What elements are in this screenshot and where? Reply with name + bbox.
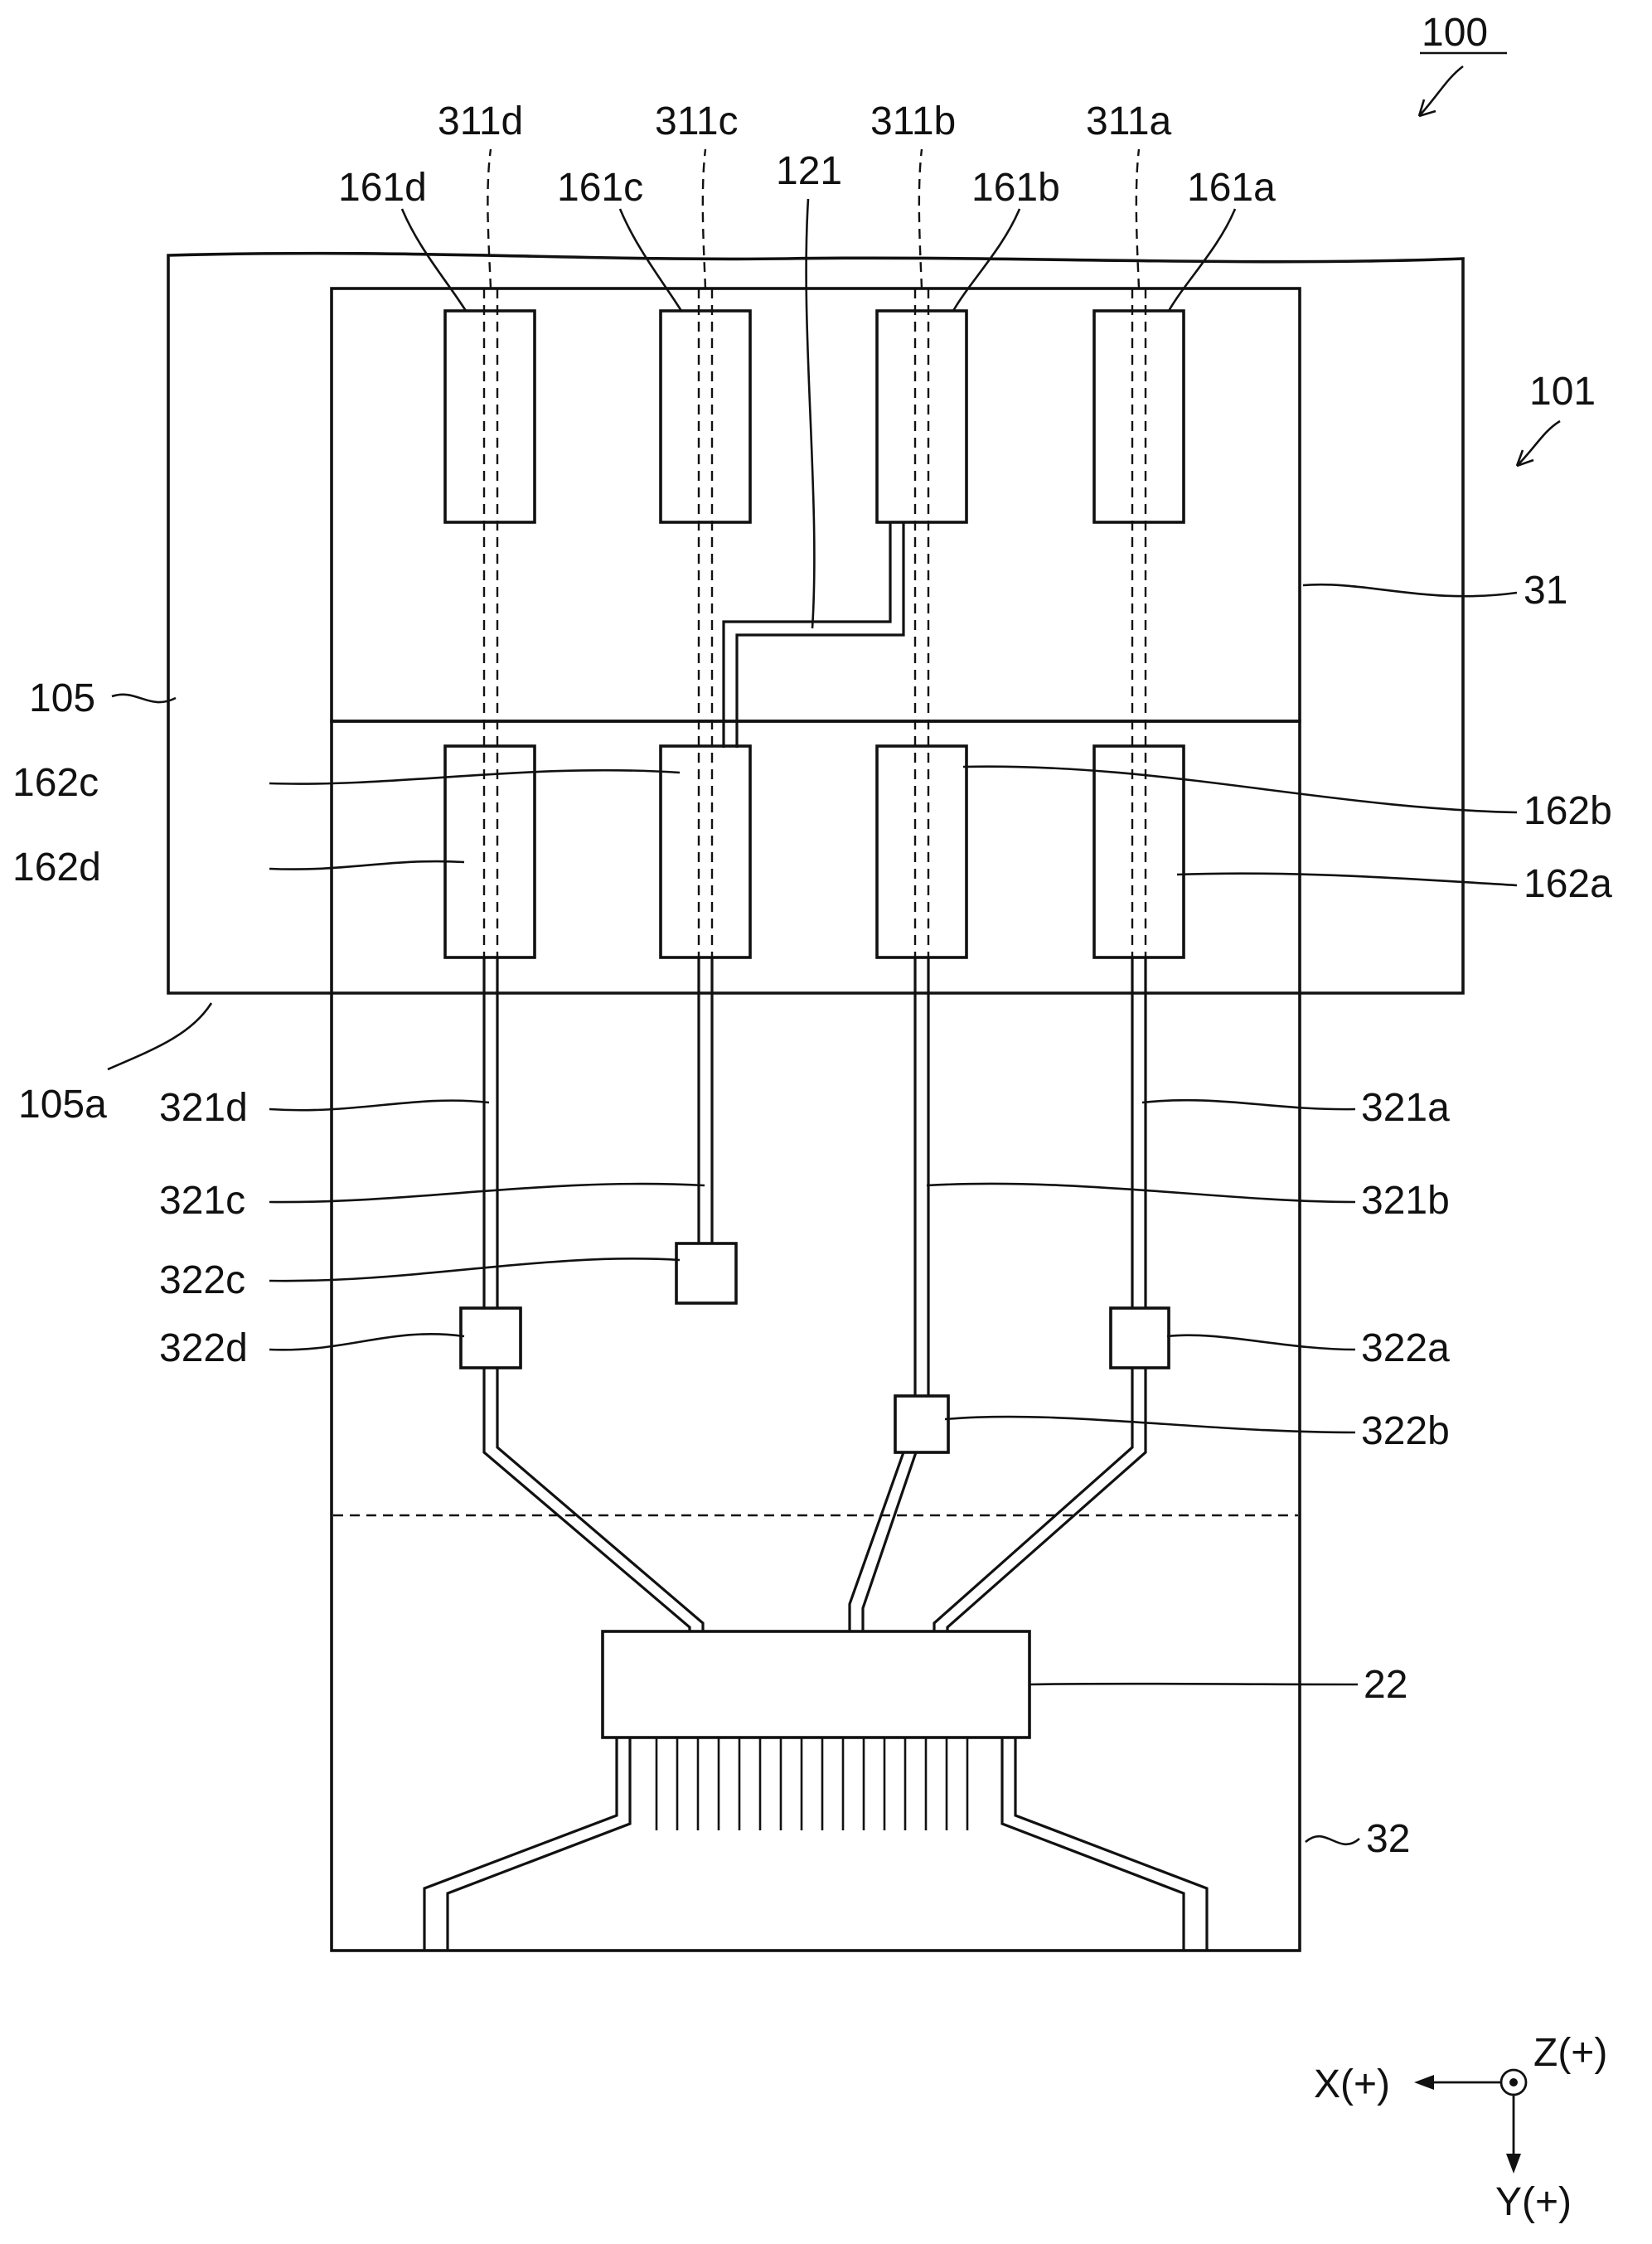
label-162c: 162c <box>12 761 99 805</box>
leader-lines <box>107 65 1561 1845</box>
label-321a: 321a <box>1361 1086 1450 1130</box>
label-22: 22 <box>1364 1663 1407 1707</box>
label-162a: 162a <box>1524 862 1612 906</box>
label-162d: 162d <box>12 846 101 889</box>
pad-322a <box>1109 1306 1170 1369</box>
label-32: 32 <box>1366 1817 1410 1861</box>
wiring-321b <box>848 957 950 1631</box>
axis-label-y: Y(+) <box>1495 2180 1572 2224</box>
axis-label-x: X(+) <box>1314 2062 1390 2106</box>
plate-105 <box>167 251 1465 995</box>
label-321d: 321d <box>159 1086 248 1130</box>
label-121: 121 <box>776 149 842 193</box>
label-311c: 311c <box>655 99 739 143</box>
pad-322b <box>894 1394 950 1454</box>
pad-322c <box>675 1242 738 1305</box>
electrode-162c <box>659 744 752 959</box>
electrodes-162 <box>443 744 1185 959</box>
electrodes-161 <box>443 309 1185 524</box>
label-105: 105 <box>29 676 95 720</box>
coordinate-axes: X(+) Y(+) Z(+) <box>1314 2031 1607 2224</box>
label-311b: 311b <box>870 99 956 143</box>
label-311a: 311a <box>1086 99 1172 143</box>
label-321c: 321c <box>159 1179 245 1223</box>
label-101: 101 <box>1529 370 1596 414</box>
reference-labels: 100 101 31 105 105a 121 22 32 311d 311c … <box>12 11 1612 1861</box>
label-161b: 161b <box>971 166 1060 210</box>
label-322a: 322a <box>1361 1326 1450 1370</box>
electrode-162a <box>1092 744 1185 959</box>
board-32 <box>330 720 1301 1952</box>
label-161d: 161d <box>338 166 427 210</box>
wire-121-inner <box>735 522 905 748</box>
electrode-161b <box>875 309 968 524</box>
label-322d: 322d <box>159 1326 248 1370</box>
label-321b: 321b <box>1361 1179 1450 1223</box>
label-105a: 105a <box>18 1083 107 1127</box>
chip-output-leads <box>423 1738 1209 1951</box>
wiring-321d <box>459 957 705 1631</box>
label-322c: 322c <box>159 1258 245 1302</box>
label-161a: 161a <box>1187 166 1276 210</box>
label-322b: 322b <box>1361 1409 1450 1453</box>
electrode-161d <box>443 309 536 524</box>
label-311d: 311d <box>438 99 523 143</box>
pad-322d <box>459 1306 522 1369</box>
wire-121 <box>722 522 892 748</box>
label-161c: 161c <box>557 166 643 210</box>
wiring-321a <box>933 957 1170 1631</box>
label-162b: 162b <box>1524 789 1612 833</box>
electrode-161c <box>659 309 752 524</box>
electrode-161a <box>1092 309 1185 524</box>
wiring-311-dashed <box>482 288 1147 993</box>
wiring-321c <box>675 957 738 1305</box>
label-100: 100 <box>1422 11 1488 55</box>
electrode-162d <box>443 744 536 959</box>
label-31: 31 <box>1524 569 1567 613</box>
electrode-162b <box>875 744 968 959</box>
axis-label-z: Z(+) <box>1533 2031 1607 2075</box>
chip-22 <box>601 1630 1031 1739</box>
